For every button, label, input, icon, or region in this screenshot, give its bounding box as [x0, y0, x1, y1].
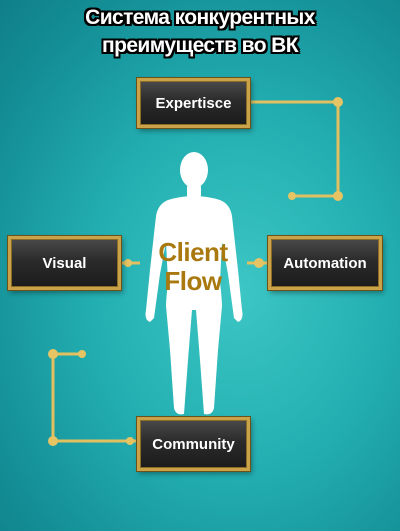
connector-top — [250, 100, 340, 198]
connector-dot — [126, 437, 134, 445]
node-automation-label: Automation — [283, 254, 367, 272]
human-silhouette-icon — [145, 152, 243, 415]
page-title: Система конкурентных преимуществ во ВК — [0, 4, 400, 60]
connector-dot — [333, 97, 343, 107]
node-community: Community — [137, 417, 250, 471]
node-automation: Automation — [268, 236, 382, 290]
connector-dot — [78, 350, 86, 358]
connector-dot — [48, 349, 58, 359]
connector-dot — [288, 192, 296, 200]
title-line-2: преимуществ во ВК — [102, 34, 299, 57]
node-expertise: Expertisce — [137, 78, 250, 128]
title-line-1: Система конкурентных — [85, 6, 315, 29]
connector-dot — [124, 259, 132, 267]
connector-dot — [48, 436, 58, 446]
connector-dot — [333, 191, 343, 201]
node-expertise-label: Expertisce — [155, 94, 232, 112]
node-visual: Visual — [8, 236, 121, 290]
connector-bottom — [51, 352, 137, 443]
center-label: Client Flow — [130, 238, 256, 296]
node-visual-label: Visual — [42, 254, 87, 272]
node-community-label: Community — [152, 435, 235, 453]
center-label-line-2: Flow — [164, 266, 222, 296]
center-label-line-1: Client — [158, 237, 228, 267]
connector-dot — [254, 258, 264, 268]
